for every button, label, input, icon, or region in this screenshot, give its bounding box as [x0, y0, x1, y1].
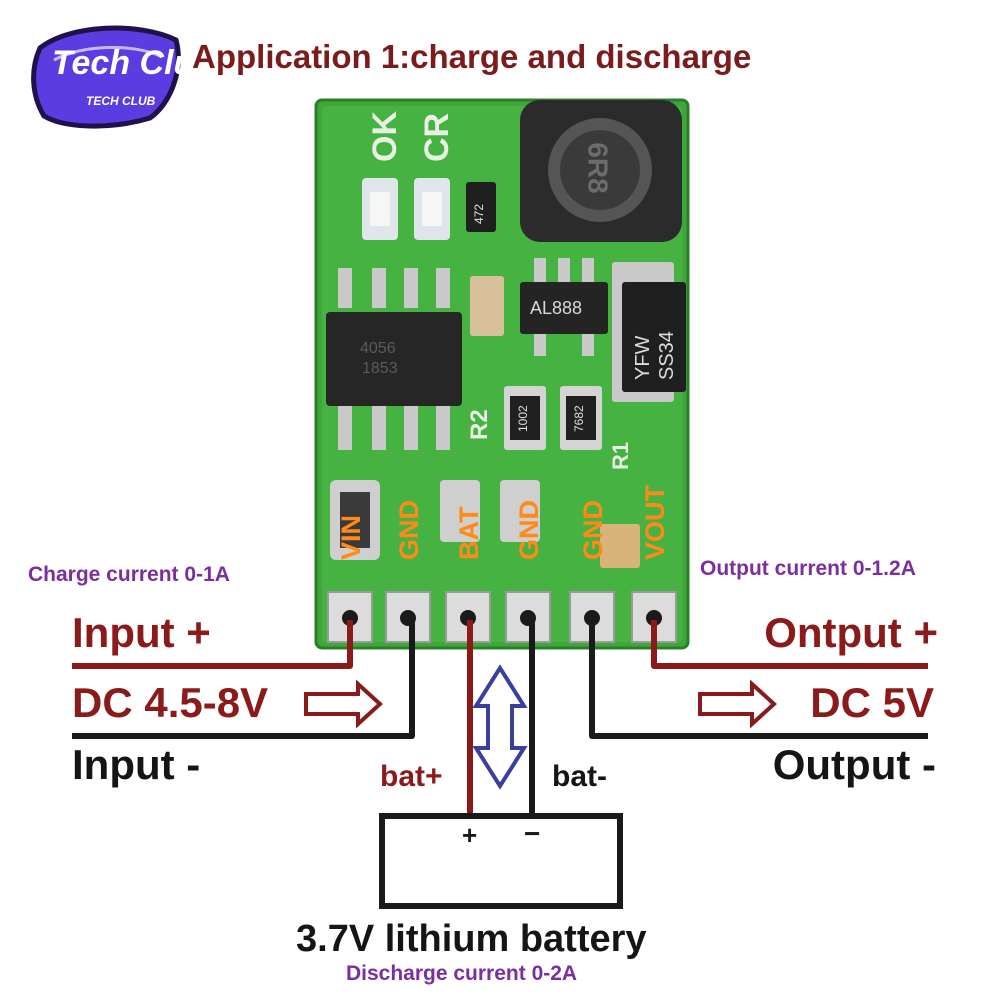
output-current-label: Output current 0-1.2A: [700, 557, 916, 580]
input-voltage-label: DC 4.5-8V: [72, 679, 269, 726]
diode-marking-2: SS34: [656, 331, 678, 380]
input-minus-wire: [72, 620, 415, 739]
diode-marking-1: YFW: [632, 335, 654, 380]
silk-r1: R1: [608, 441, 633, 470]
input-plus-label: Input +: [72, 609, 211, 656]
silk-ok: OK: [366, 111, 404, 162]
regulator-marking: AL888: [530, 298, 583, 318]
schottky-diode: [612, 262, 686, 402]
pin-label-vin: VIN: [336, 514, 366, 560]
output-direction-arrow: [698, 679, 777, 729]
input-plus-wire: [72, 620, 353, 669]
battery-minus-sign: −: [524, 818, 541, 849]
pin-label-gnd-1: GND: [394, 500, 424, 560]
bottom-components: [330, 480, 640, 568]
pin-label-gnd-3: GND: [578, 500, 608, 560]
pin-label-vout: VOUT: [640, 484, 670, 560]
resistors: [504, 386, 602, 450]
charger-ic-code: 1853: [362, 360, 398, 377]
discharge-current-label: Discharge current 0-2A: [346, 962, 578, 985]
pin-label-gnd-2: GND: [514, 500, 544, 560]
charge-current-label: Charge current 0-1A: [28, 563, 230, 586]
logo-wordmark: Tech Club: [52, 44, 216, 82]
logo-subtext: TECH CLUB: [86, 94, 156, 108]
battery-name: 3.7V lithium battery: [296, 918, 647, 960]
pin-header: [327, 591, 677, 643]
inductor: [520, 100, 682, 242]
output-minus-wire: [589, 620, 928, 739]
regulator-ic: [520, 258, 608, 356]
capacitor: [470, 276, 504, 336]
page-title: Application 1:charge and discharge: [192, 38, 752, 75]
input-minus-label: Input -: [72, 741, 201, 788]
bat-minus-label: bat-: [552, 760, 607, 793]
output-plus-label: Ontput +: [764, 609, 938, 656]
logo-icon: [31, 25, 181, 129]
input-direction-arrow: [304, 679, 383, 729]
output-minus-label: Output -: [772, 741, 936, 788]
resistor-marking-1: 1002: [516, 405, 530, 432]
battery-plus-sign: +: [462, 820, 478, 850]
wires: [72, 620, 928, 820]
status-leds: [362, 178, 496, 240]
silk-cr: CR: [418, 112, 456, 162]
resistor-marking-2: 7682: [572, 405, 586, 432]
bat-plus-label: bat+: [380, 760, 443, 793]
output-voltage-label: DC 5V: [810, 679, 934, 726]
charger-ic-marking: 4056: [360, 340, 396, 357]
bidirectional-arrow: [472, 664, 528, 790]
battery-box: [379, 813, 623, 909]
pin-label-bat: BAT: [454, 506, 484, 561]
silk-r2: R2: [466, 409, 493, 440]
inductor-marking: 6R8: [582, 142, 614, 194]
charger-ic: [326, 268, 462, 450]
output-plus-wire: [651, 620, 928, 669]
resistor-marking-3: 472: [472, 203, 486, 224]
